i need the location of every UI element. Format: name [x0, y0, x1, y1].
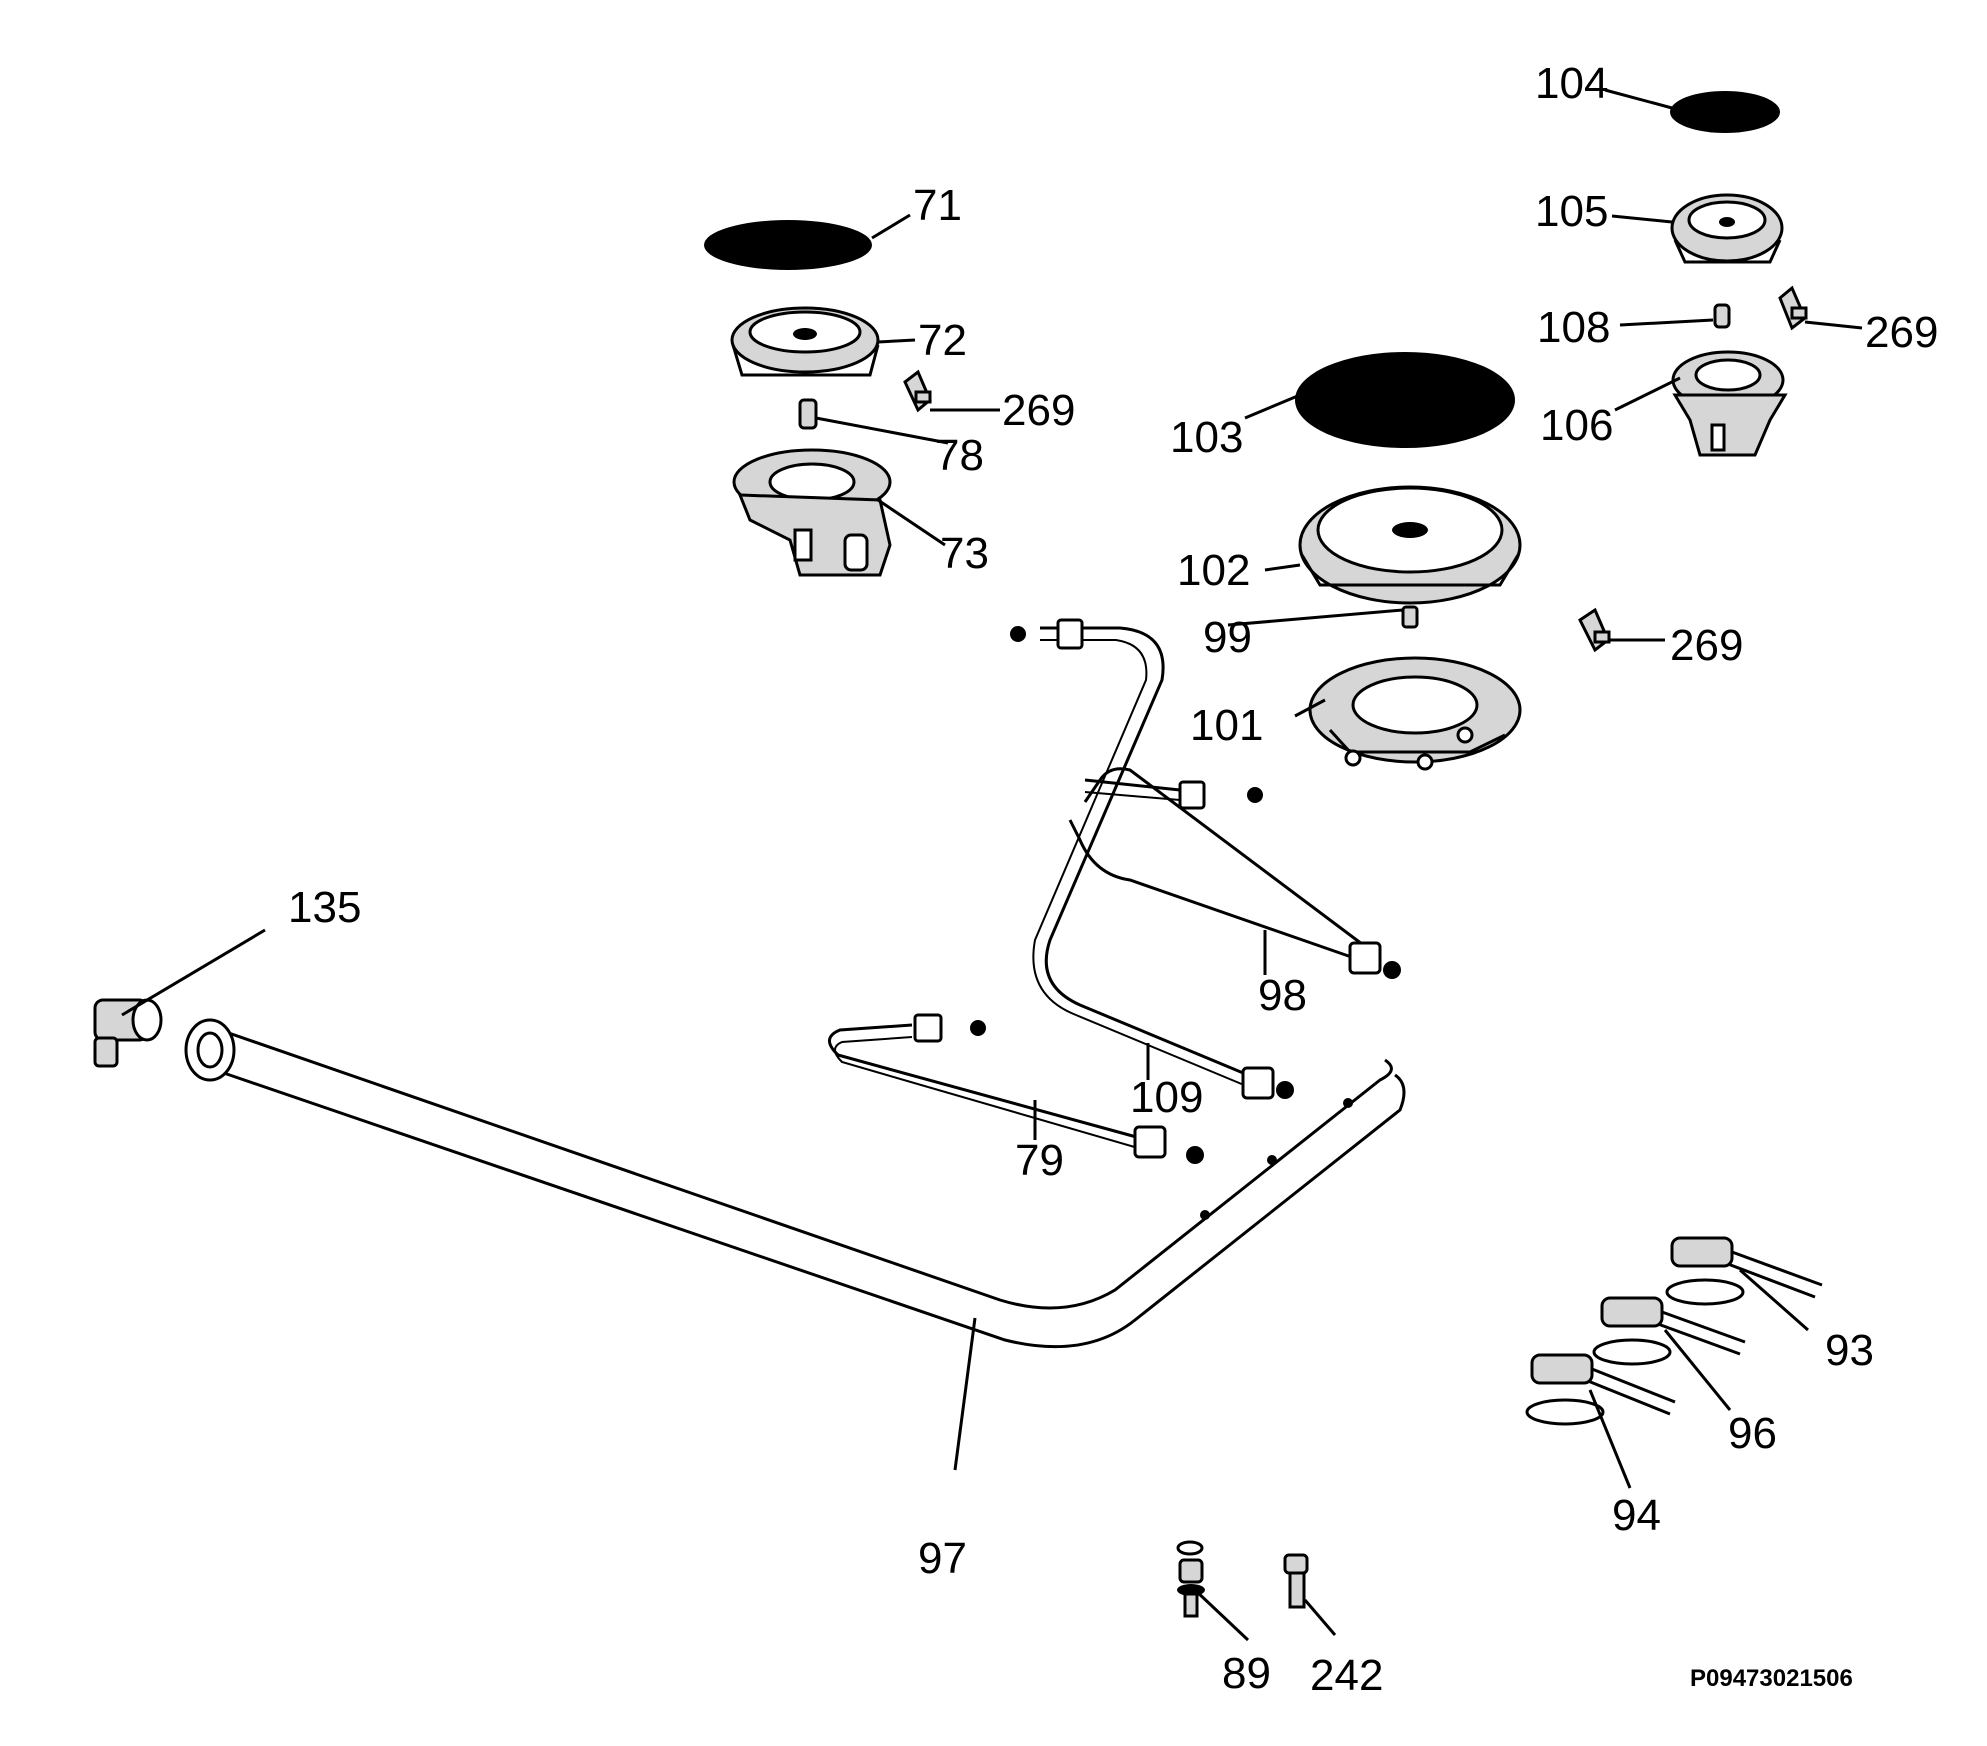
injector-108 [1713, 303, 1731, 329]
label-71: 71 [913, 181, 962, 230]
elbow-connector-135 [93, 998, 163, 1068]
label-269-centre: 269 [1670, 621, 1743, 670]
injector-78 [798, 398, 818, 430]
burner-cap-103 [1295, 352, 1515, 448]
label-242: 242 [1310, 1651, 1383, 1700]
label-103: 103 [1170, 413, 1243, 462]
clip-269-right [1778, 285, 1808, 331]
gas-tap-94 [1525, 1353, 1676, 1426]
gas-tap-96 [1592, 1296, 1746, 1366]
label-79: 79 [1015, 1136, 1064, 1185]
label-94: 94 [1612, 1491, 1661, 1540]
screw-242 [1283, 1553, 1309, 1609]
label-108: 108 [1537, 303, 1610, 352]
label-97: 97 [918, 1534, 967, 1583]
label-93: 93 [1825, 1326, 1874, 1375]
burner-body-101 [1308, 656, 1522, 771]
label-104: 104 [1535, 59, 1608, 108]
manifold-97 [184, 1018, 1406, 1349]
burner-crown-105 [1670, 193, 1784, 264]
burner-crown-102 [1298, 485, 1522, 605]
reference-code: P09473021506 [1690, 1665, 1853, 1692]
fitting-89 [1176, 1540, 1205, 1618]
pipe-109 [1010, 618, 1294, 1100]
label-101: 101 [1190, 701, 1263, 750]
label-105: 105 [1535, 187, 1608, 236]
label-78: 78 [935, 431, 984, 480]
leader-lines [121, 88, 1863, 1642]
label-106: 106 [1540, 401, 1613, 450]
gas-tap-93 [1665, 1236, 1823, 1306]
pipe-98 [1068, 767, 1401, 979]
label-102: 102 [1177, 546, 1250, 595]
injector-99 [1401, 605, 1419, 629]
label-269-left: 269 [1002, 386, 1075, 435]
pipe-branch-98 [1084, 778, 1263, 810]
burner-body-106 [1671, 350, 1788, 457]
label-109: 109 [1130, 1073, 1203, 1122]
burner-crown-72 [730, 306, 880, 377]
label-72: 72 [918, 316, 967, 365]
burner-cap-104 [1670, 91, 1780, 133]
pipe-79 [828, 1013, 1204, 1164]
burner-body-73 [732, 448, 892, 577]
burner-cap-71 [704, 220, 872, 270]
label-89: 89 [1222, 1649, 1271, 1698]
label-99: 99 [1203, 613, 1252, 662]
label-73: 73 [940, 529, 989, 578]
label-269-right: 269 [1865, 308, 1938, 357]
label-98: 98 [1258, 971, 1307, 1020]
clip-269-centre [1578, 607, 1611, 653]
label-96: 96 [1728, 1409, 1777, 1458]
clip-269-left [903, 369, 932, 413]
label-135: 135 [288, 883, 361, 932]
